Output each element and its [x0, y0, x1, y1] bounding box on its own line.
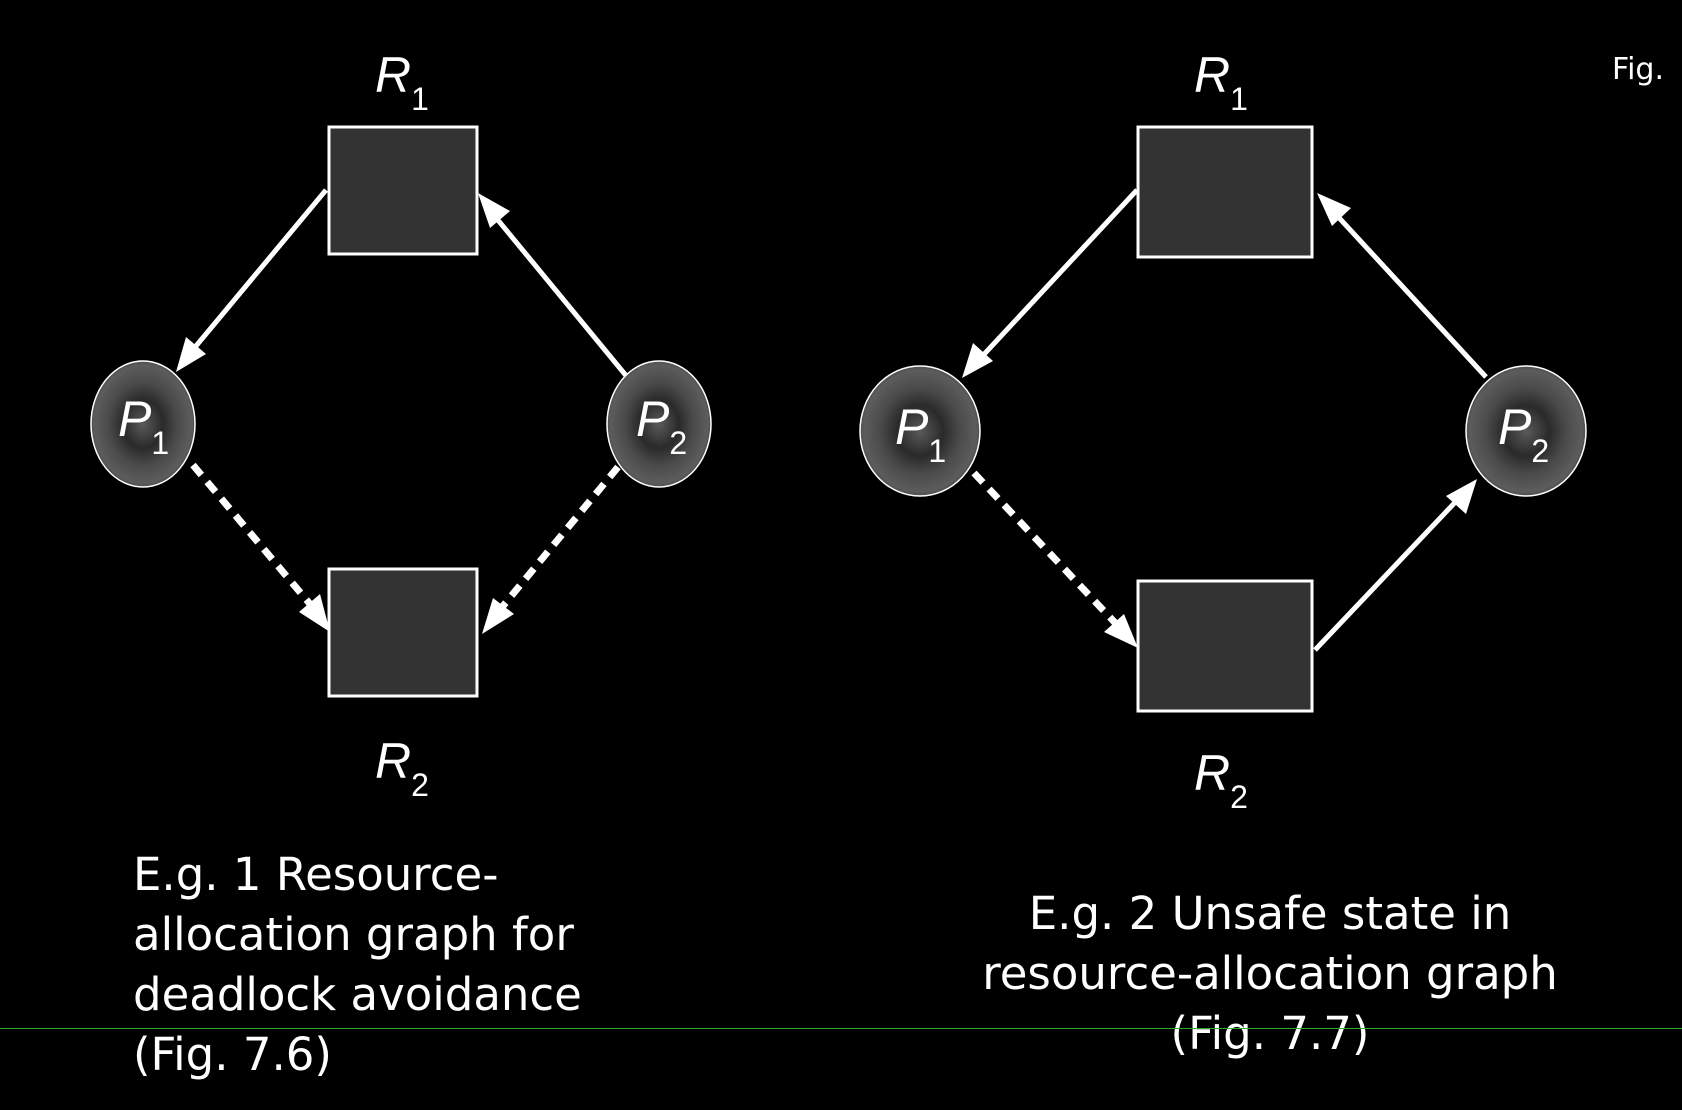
d1-label-p1: P1	[118, 391, 169, 461]
d2-label-p1: P1	[895, 399, 946, 469]
d1-resource-r2-node	[327, 567, 479, 698]
d2-label-r2: R2	[1194, 745, 1248, 815]
caption-1-line: E.g. 1 Resource-	[133, 848, 499, 901]
d1-edge-p2-to-r1-request	[478, 193, 630, 380]
d2-process-p2-node	[1465, 365, 1587, 497]
d2-edge-p1-to-r2-claim	[971, 470, 1138, 648]
caption-2-line: E.g. 2 Unsafe state in	[1028, 887, 1512, 940]
d2-edge-r2-to-p2-assignment	[1313, 479, 1477, 652]
d2-process-p1-node	[859, 365, 981, 497]
d2-resource-r2-node	[1136, 579, 1314, 713]
d1-process-p2-node	[606, 360, 712, 488]
d2-edge-p2-to-r1-request	[1317, 193, 1488, 379]
d1-edge-p1-to-r2-claim	[190, 462, 330, 632]
diagram-2-unsafe-state-graph: R1 R2 P1 P2	[859, 47, 1587, 815]
caption-1-line: deadlock avoidance	[133, 968, 582, 1021]
d2-resource-r1-node	[1136, 125, 1314, 259]
d1-edge-r1-to-p1-assignment	[176, 188, 328, 372]
diagram-1-caption: E.g. 1 Resource- allocation graph for de…	[133, 845, 653, 1085]
corner-fig-label: Fig.	[1612, 52, 1664, 87]
d2-label-r1: R1	[1194, 47, 1248, 117]
d2-edge-r1-to-p1-assignment	[962, 188, 1139, 378]
caption-2-line: (Fig. 7.7)	[1170, 1007, 1370, 1060]
d1-label-r2: R2	[375, 733, 429, 803]
diagram-2-caption: E.g. 2 Unsafe state in resource-allocati…	[960, 884, 1580, 1064]
caption-2-line: resource-allocation graph	[982, 947, 1558, 1000]
d1-resource-r1-node	[327, 125, 479, 256]
caption-1-line: (Fig. 7.6)	[133, 1028, 332, 1081]
d2-label-p2: P2	[1498, 399, 1549, 469]
caption-1-line: allocation graph for	[133, 908, 574, 961]
slide-guide-line	[0, 1028, 1682, 1029]
d1-label-p2: P2	[636, 391, 687, 461]
d1-process-p1-node	[90, 360, 196, 488]
d1-edge-p2-to-r2-claim	[482, 464, 621, 634]
diagram-1-resource-allocation-graph: R1 R2 P1 P2	[90, 47, 712, 803]
d1-label-r1: R1	[375, 47, 429, 117]
